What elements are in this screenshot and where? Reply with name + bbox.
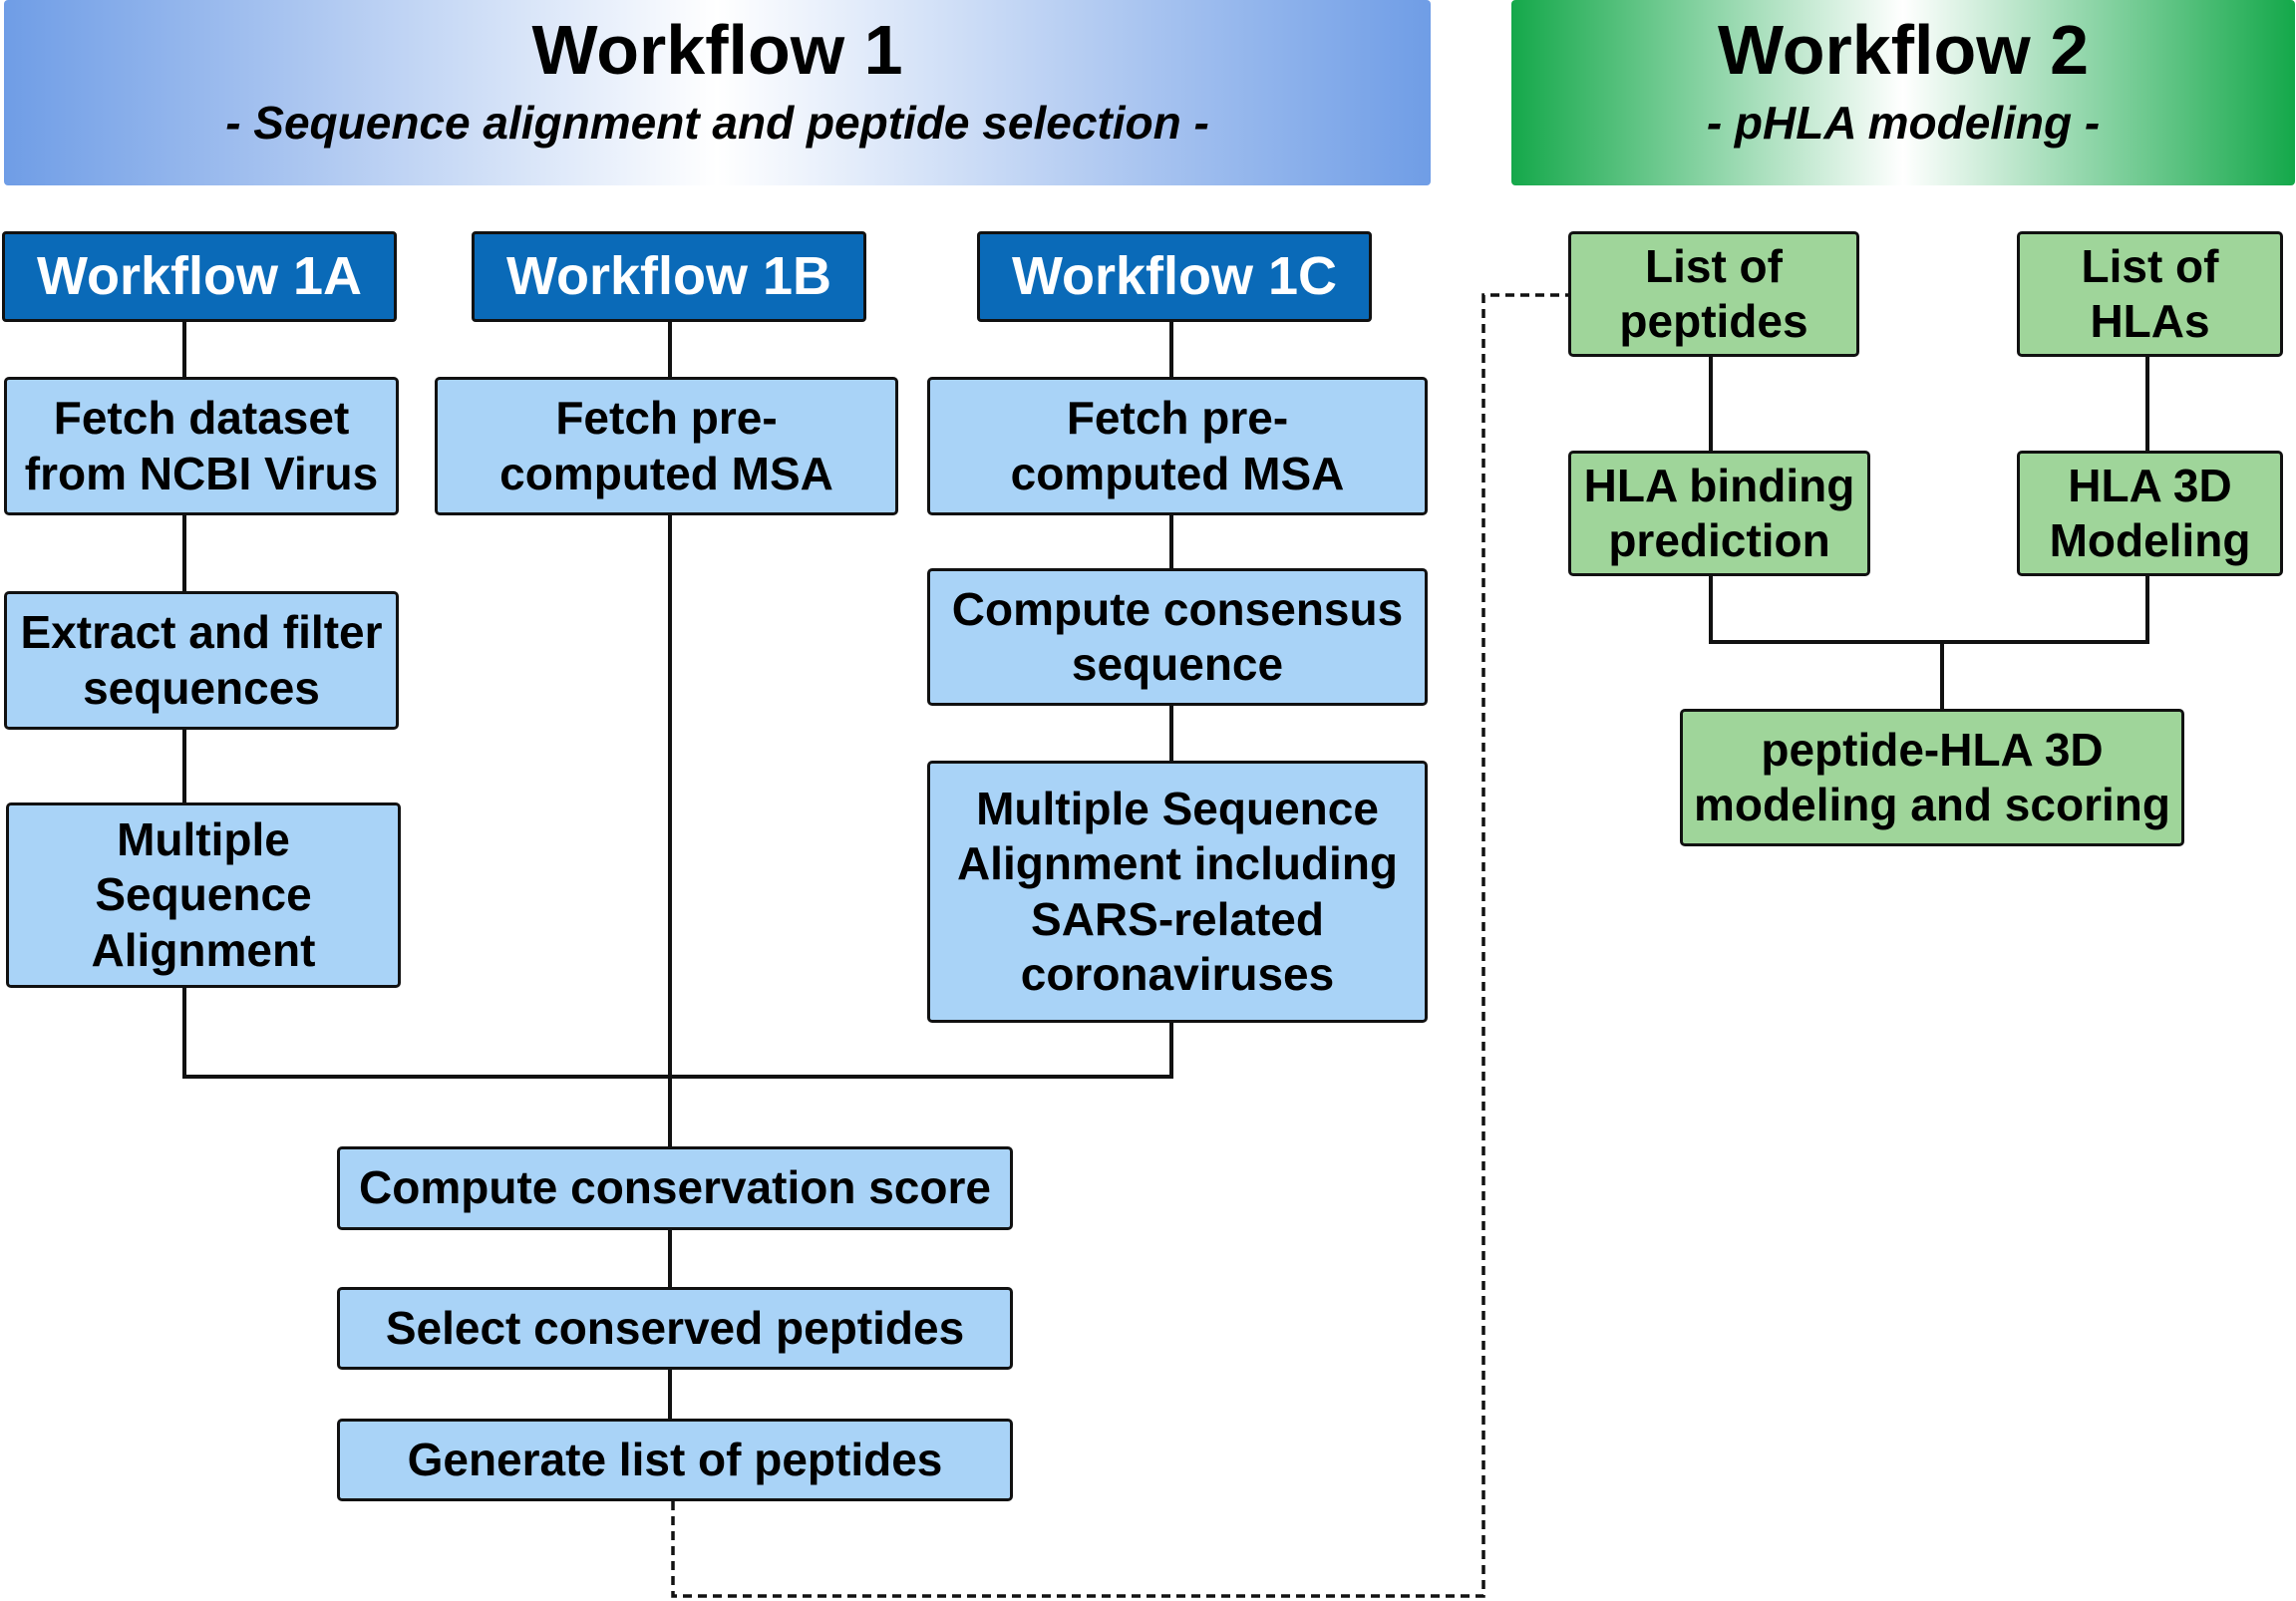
- workflow1-subtitle: - Sequence alignment and peptide selecti…: [225, 97, 1209, 149]
- msa-sars-step: Multiple Sequence Alignment including SA…: [927, 761, 1428, 1023]
- extract-filter-step: Extract and filter sequences: [4, 591, 399, 730]
- fetch-msa-1c-label: Fetch pre-computed MSA: [1010, 392, 1345, 499]
- list-hlas-step: List of HLAs: [2017, 231, 2283, 357]
- workflow-1b-header: Workflow 1B: [472, 231, 866, 322]
- fetch-msa-1c-step: Fetch pre-computed MSA: [927, 377, 1428, 515]
- select-peptides-step: Select conserved peptides: [337, 1287, 1013, 1370]
- list-peptides-label: List of peptides: [1619, 239, 1808, 347]
- conservation-score-label: Compute conservation score: [359, 1161, 991, 1214]
- fetch-ncbi-label: Fetch dataset from NCBI Virus: [24, 392, 379, 499]
- hla-binding-label: HLA binding prediction: [1583, 459, 1855, 566]
- workflow-1c-label: Workflow 1C: [1011, 246, 1338, 307]
- workflow-1a-label: Workflow 1A: [36, 246, 363, 307]
- msa-1a-label: Multiple Sequence Alignment: [91, 813, 316, 976]
- hla-3d-step: HLA 3D Modeling: [2017, 451, 2283, 576]
- workflow1-title: Workflow 1: [531, 11, 903, 89]
- extract-filter-label: Extract and filter sequences: [20, 606, 383, 714]
- workflow2-subtitle: - pHLA modeling -: [1706, 97, 2101, 149]
- workflow-1a-header: Workflow 1A: [2, 231, 397, 322]
- workflow-1c-header: Workflow 1C: [977, 231, 1372, 322]
- hla-binding-step: HLA binding prediction: [1568, 451, 1870, 576]
- phla-modeling-label: peptide-HLA 3D modeling and scoring: [1694, 723, 2170, 830]
- workflow2-title: Workflow 2: [1717, 11, 2090, 89]
- generate-list-step: Generate list of peptides: [337, 1419, 1013, 1501]
- msa-sars-label: Multiple Sequence Alignment including SA…: [956, 783, 1399, 1000]
- phla-modeling-step: peptide-HLA 3D modeling and scoring: [1680, 709, 2184, 846]
- list-hlas-label: List of HLAs: [2081, 239, 2219, 347]
- workflow2-banner: Workflow 2 - pHLA modeling -: [1511, 0, 2295, 185]
- list-peptides-step: List of peptides: [1568, 231, 1859, 357]
- msa-1a-step: Multiple Sequence Alignment: [6, 802, 401, 988]
- select-peptides-label: Select conserved peptides: [385, 1301, 965, 1354]
- generate-list-label: Generate list of peptides: [407, 1433, 943, 1485]
- fetch-msa-1b-label: Fetch pre-computed MSA: [499, 392, 833, 499]
- fetch-ncbi-step: Fetch dataset from NCBI Virus: [4, 377, 399, 515]
- hla-3d-label: HLA 3D Modeling: [2049, 459, 2251, 566]
- workflow-1b-label: Workflow 1B: [505, 246, 832, 307]
- fetch-msa-1b-step: Fetch pre-computed MSA: [435, 377, 898, 515]
- consensus-step: Compute consensus sequence: [927, 568, 1428, 706]
- consensus-label: Compute consensus sequence: [951, 582, 1404, 690]
- workflow1-banner: Workflow 1 - Sequence alignment and pept…: [4, 0, 1431, 185]
- conservation-score-step: Compute conservation score: [337, 1146, 1013, 1230]
